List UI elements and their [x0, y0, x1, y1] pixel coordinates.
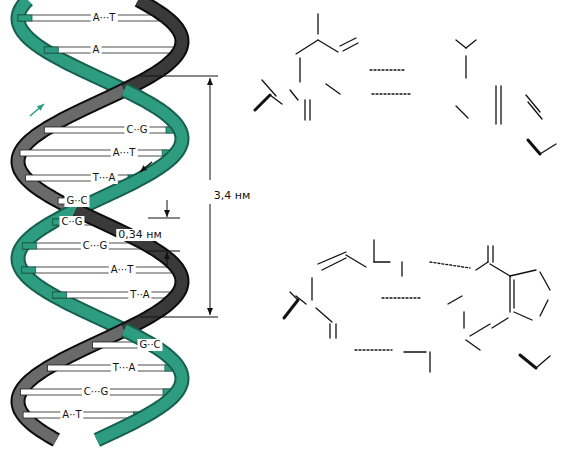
- base-pair-label: T···A: [111, 362, 138, 374]
- base-pair-label: C···G: [82, 386, 110, 398]
- strand-ribbon: [97, 330, 182, 440]
- base-pair-label: A···T: [91, 12, 118, 24]
- base-pair-bar: [44, 127, 180, 133]
- base-pair-label: A···T: [109, 264, 136, 276]
- dimension-lines: [140, 76, 218, 317]
- strand-ribbon: [18, 0, 124, 90]
- base-pair-bar: [22, 267, 179, 273]
- strand-ribbon: [76, 210, 182, 330]
- base-pair-label: G··C: [64, 195, 89, 207]
- strand-ribbon: [76, 210, 182, 330]
- base-pair-bar: [22, 267, 36, 273]
- strand-arrow: [140, 162, 152, 172]
- base-pair-label: C··G: [59, 216, 84, 228]
- base-pair-bar: [20, 150, 176, 156]
- base-pair-label: G··C: [137, 339, 162, 351]
- base-pair-bar: [53, 292, 67, 298]
- strand-arrow: [30, 104, 44, 116]
- base-pair-label: C···G: [81, 240, 109, 252]
- base-pair-bar: [22, 243, 36, 249]
- strand-ribbon: [97, 330, 182, 440]
- dimension-label: 3,4 нм: [212, 190, 252, 202]
- base-pair-label: A: [91, 44, 102, 56]
- base-pair-label: T··A: [128, 289, 151, 301]
- strand-ribbon: [18, 0, 124, 90]
- base-pair-bar: [18, 15, 32, 21]
- base-pair-label: A··T: [60, 409, 83, 421]
- base-pair-label: C··G: [124, 124, 149, 136]
- base-pair-label: T···A: [91, 172, 118, 184]
- base-pair-bar: [44, 47, 58, 53]
- base-pair-bar: [44, 47, 180, 53]
- strand-ribbon: [76, 90, 182, 210]
- dimension-label: 0,34 нм: [116, 229, 163, 241]
- base-pair-label: A···T: [111, 147, 138, 159]
- strand-ribbon: [76, 90, 182, 210]
- base-pair-bar: [53, 292, 177, 298]
